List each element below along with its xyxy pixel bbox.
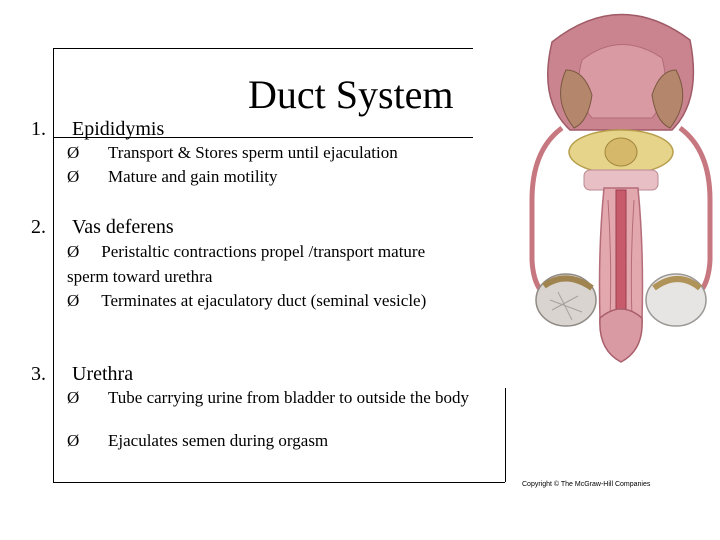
bullet-text: Tube carrying urine from bladder to outs… bbox=[108, 388, 470, 407]
section-heading-epididymis: Epididymis bbox=[72, 118, 165, 140]
section-heading-vas-deferens: Vas deferens bbox=[72, 216, 174, 238]
bullet-arrow-icon: Ø bbox=[67, 167, 80, 186]
bullet-text: Transport & Stores sperm until ejaculati… bbox=[108, 143, 398, 162]
bullet-text: Mature and gain motility bbox=[108, 167, 278, 186]
section-number: 2. bbox=[31, 216, 46, 238]
slide-title: Duct System bbox=[248, 72, 454, 117]
male-reproductive-anatomy-illustration bbox=[522, 0, 720, 364]
bullet-item: Ø Terminates at ejaculatory duct (seminal… bbox=[67, 289, 447, 314]
title-divider bbox=[53, 137, 473, 138]
frame-border-left bbox=[53, 48, 54, 482]
section-heading-urethra: Urethra bbox=[72, 363, 134, 385]
bullet-text: Terminates at ejaculatory duct (seminal … bbox=[101, 291, 427, 310]
bullet-arrow-icon: Ø bbox=[67, 242, 80, 261]
bullet-arrow-icon: Ø bbox=[67, 143, 80, 162]
bullet-arrow-icon: Ø bbox=[67, 431, 80, 450]
copyright-notice: Copyright © The McGraw-Hill Companies bbox=[522, 481, 651, 488]
section-number: 1. bbox=[31, 118, 46, 140]
section-number: 3. bbox=[31, 363, 46, 385]
bullet-text: Peristaltic contractions propel /transpo… bbox=[67, 242, 426, 286]
frame-border-top bbox=[53, 48, 473, 49]
bullet-arrow-icon: Ø bbox=[67, 291, 80, 310]
bullet-text: Ejaculates semen during orgasm bbox=[108, 431, 329, 450]
frame-border-right bbox=[505, 388, 506, 482]
frame-border-bottom bbox=[53, 482, 505, 483]
anatomy-icon bbox=[529, 13, 713, 363]
bullet-arrow-icon: Ø bbox=[67, 388, 80, 407]
